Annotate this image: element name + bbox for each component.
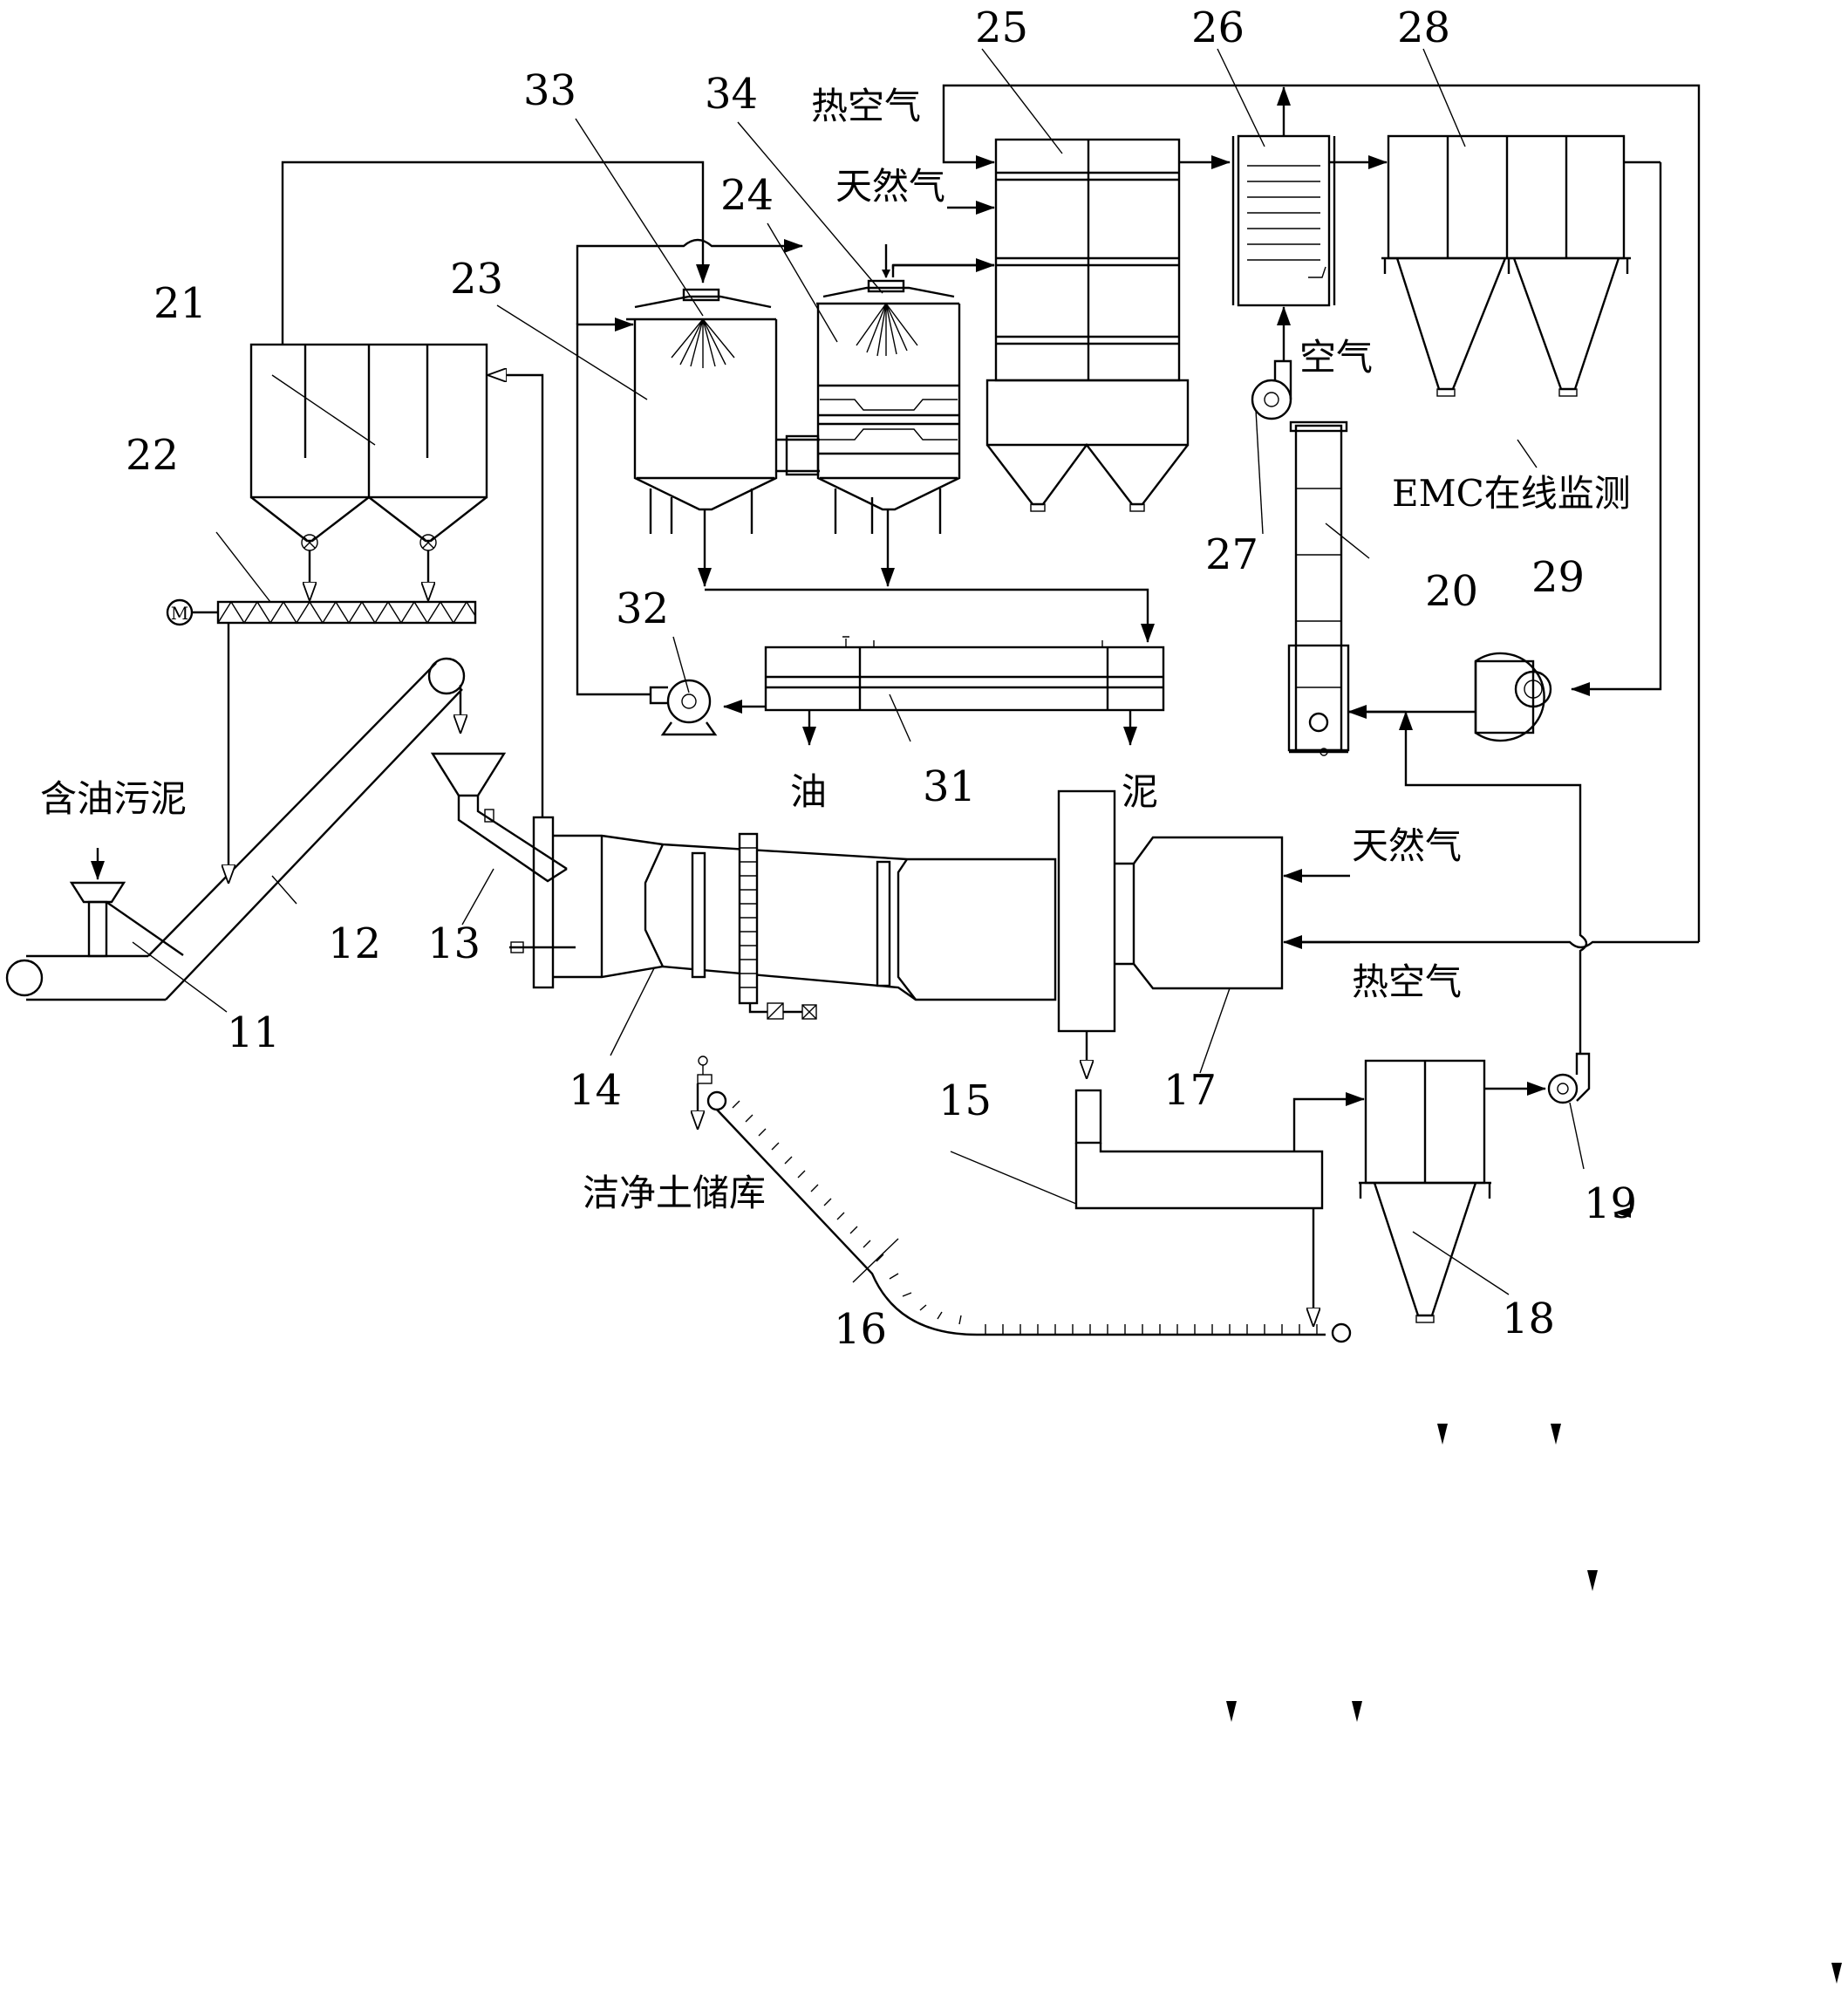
label-27: 27 (1205, 530, 1258, 579)
label-hot-air-burner: 热空气 (1352, 960, 1462, 1003)
packed-tower-24 (816, 279, 961, 534)
hot-air-header (942, 84, 1701, 949)
label-mud: 泥 (1122, 770, 1158, 813)
label-14: 14 (569, 1066, 622, 1115)
belt-conveyor-12 (147, 657, 464, 1001)
clean-soil-conveyor-16 (698, 1056, 1352, 1343)
pump-32 (576, 238, 803, 736)
label-29: 29 (1531, 553, 1585, 602)
label-18: 18 (1502, 1295, 1555, 1343)
oxidizer-25 (891, 138, 1231, 512)
stray-marks (1226, 1207, 1842, 1984)
tower-drain-lines (698, 509, 1155, 643)
label-emc-monitoring: EMC在线监测 (1392, 472, 1631, 515)
bin-to-tower-line (281, 161, 705, 345)
leader-lines (132, 48, 1585, 1295)
label-32: 32 (616, 584, 669, 633)
label-31: 31 (923, 762, 976, 811)
fan-29 (1348, 162, 1662, 742)
label-oil: 油 (790, 770, 827, 813)
label-33: 33 (523, 66, 576, 115)
label-13: 13 (427, 919, 481, 968)
rotary-kiln-14 (509, 816, 1057, 1020)
storage-bin-21 (249, 343, 488, 600)
label-34: 34 (705, 70, 758, 119)
label-26: 26 (1191, 3, 1245, 52)
label-22: 22 (126, 431, 179, 480)
label-natural-gas-top: 天然气 (835, 165, 945, 208)
feed-chute-13 (430, 752, 568, 883)
label-24: 24 (720, 171, 774, 220)
label-15: 15 (938, 1076, 992, 1125)
fan-19 (1347, 705, 1591, 1104)
label-20: 20 (1425, 567, 1478, 616)
label-12: 12 (328, 919, 381, 968)
discharge-cooler-15 (1074, 1089, 1365, 1326)
bag-filter-18 (1359, 1059, 1546, 1323)
label-clean-soil-storage: 洁净土储库 (583, 1172, 766, 1214)
label-23: 23 (450, 255, 503, 304)
label-21: 21 (153, 279, 207, 328)
label-17: 17 (1163, 1066, 1217, 1115)
label-25: 25 (975, 3, 1028, 52)
label-19: 19 (1584, 1179, 1637, 1228)
screw-conveyor-22 (166, 598, 477, 883)
bag-filter-28 (1381, 134, 1660, 397)
motor-icon: M (171, 603, 188, 624)
heat-exchanger-26 (1231, 86, 1388, 307)
svg-text:M: M (171, 603, 188, 624)
stack-20 (1287, 420, 1350, 756)
label-oily-sludge: 含油污泥 (40, 777, 187, 820)
label-hot-air-top: 热空气 (811, 85, 921, 127)
combustion-chamber-17 (1057, 789, 1350, 1078)
separator-31 (764, 636, 1165, 746)
kiln-gas-line (488, 375, 544, 817)
label-air: 空气 (1299, 336, 1373, 379)
label-28: 28 (1397, 3, 1450, 52)
label-natural-gas-burner: 天然气 (1352, 824, 1462, 867)
label-11: 11 (227, 1008, 280, 1057)
blower-27 (1251, 306, 1292, 535)
spray-tower-23 (626, 288, 820, 534)
feed-hopper-11 (5, 881, 184, 1001)
label-16: 16 (834, 1305, 887, 1354)
